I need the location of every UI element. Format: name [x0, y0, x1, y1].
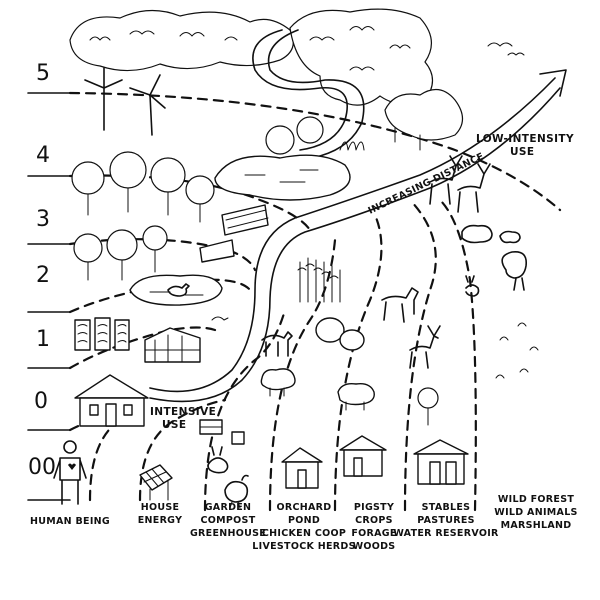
goat-icon [261, 331, 293, 357]
caption-water-reservoir: WATER RESERVOIR [393, 528, 499, 539]
caption-house: HOUSE [141, 502, 180, 513]
caption-marshland: MARSHLAND [501, 520, 572, 531]
hay-bales [315, 317, 365, 351]
turkey-icon [501, 250, 528, 291]
caption-garden: GARDEN [205, 502, 252, 513]
caption-chicken-coop: CHICKEN COOP [262, 528, 346, 539]
woodland [71, 116, 324, 223]
intensive-use-label-line2: USE [162, 419, 186, 431]
pigsty-icon [339, 435, 387, 477]
house-icon [74, 374, 149, 427]
human-figure-icon [53, 440, 87, 505]
zone-number-0: 0 [34, 389, 48, 414]
duck-icon [167, 283, 190, 297]
caption-wild-animals: WILD ANIMALS [494, 507, 577, 518]
distance-road: INCREASING DISTANCE [149, 69, 567, 403]
wild-boar-icon [461, 224, 521, 244]
marsh-plants [339, 141, 539, 379]
wind-turbine-icon [84, 67, 166, 136]
garden-pond [129, 274, 223, 306]
bird-icon [211, 42, 525, 321]
orchard [73, 225, 168, 281]
zone-numbers: 5 4 3 2 1 0 00 [28, 61, 56, 480]
zone-number-3: 3 [36, 207, 50, 232]
caption-pastures: PASTURES [417, 515, 475, 526]
caption-energy: ENERGY [138, 515, 183, 526]
caption-pond: POND [288, 515, 320, 526]
caption-wild-forest: WILD FOREST [498, 494, 574, 505]
zone-scale [27, 92, 71, 501]
zone-number-5: 5 [36, 61, 50, 86]
zone-number-1: 1 [36, 327, 50, 352]
deer-icon [409, 325, 441, 369]
caption-human-being: HUMAN BEING [30, 516, 110, 527]
caption-forage: FORAGE [351, 528, 396, 539]
zone-number-00: 00 [28, 455, 56, 480]
rabbit-icon [207, 446, 229, 474]
caption-greenhouse: GREENHOUSE [190, 528, 266, 539]
solar-panel-icon [139, 464, 173, 501]
zone-number-4: 4 [36, 143, 50, 168]
woodpile [199, 204, 269, 263]
zone-number-2: 2 [36, 263, 50, 288]
rabbit-icon [465, 275, 480, 297]
caption-pigsty: PIGSTY [354, 502, 394, 513]
sheep-icon [260, 368, 296, 397]
lake [214, 154, 351, 201]
wild-forest [69, 8, 464, 151]
intensive-use-label-line1: INTENSIVE [150, 406, 216, 418]
greenhouse-icon [144, 327, 201, 363]
low-intensity-label-line2: USE [510, 146, 534, 158]
compost-bin [199, 419, 245, 445]
chicken-icon [224, 474, 249, 509]
deer-icon [429, 155, 491, 213]
river [252, 29, 365, 159]
low-intensity-label-line1: LOW-INTENSITY [476, 133, 574, 145]
horse-icon [381, 287, 419, 323]
chicken-coop-icon [281, 447, 323, 489]
captions: HUMAN BEING HOUSE ENERGY GARDEN COMPOST … [30, 494, 577, 552]
caption-woods: WOODS [353, 541, 396, 552]
caption-orchard: ORCHARD [277, 502, 332, 513]
pig-icon [337, 382, 375, 411]
orchard-tree [417, 387, 439, 426]
caption-livestock-herds: LIVESTOCK HERDS [252, 541, 355, 552]
caption-stables: STABLES [422, 502, 471, 513]
garden-beds [74, 317, 130, 351]
caption-compost: COMPOST [201, 515, 256, 526]
increasing-distance-label: INCREASING DISTANCE [366, 151, 485, 217]
caption-crops: CROPS [355, 515, 393, 526]
stable-icon [413, 439, 469, 485]
crop-field [297, 257, 341, 303]
